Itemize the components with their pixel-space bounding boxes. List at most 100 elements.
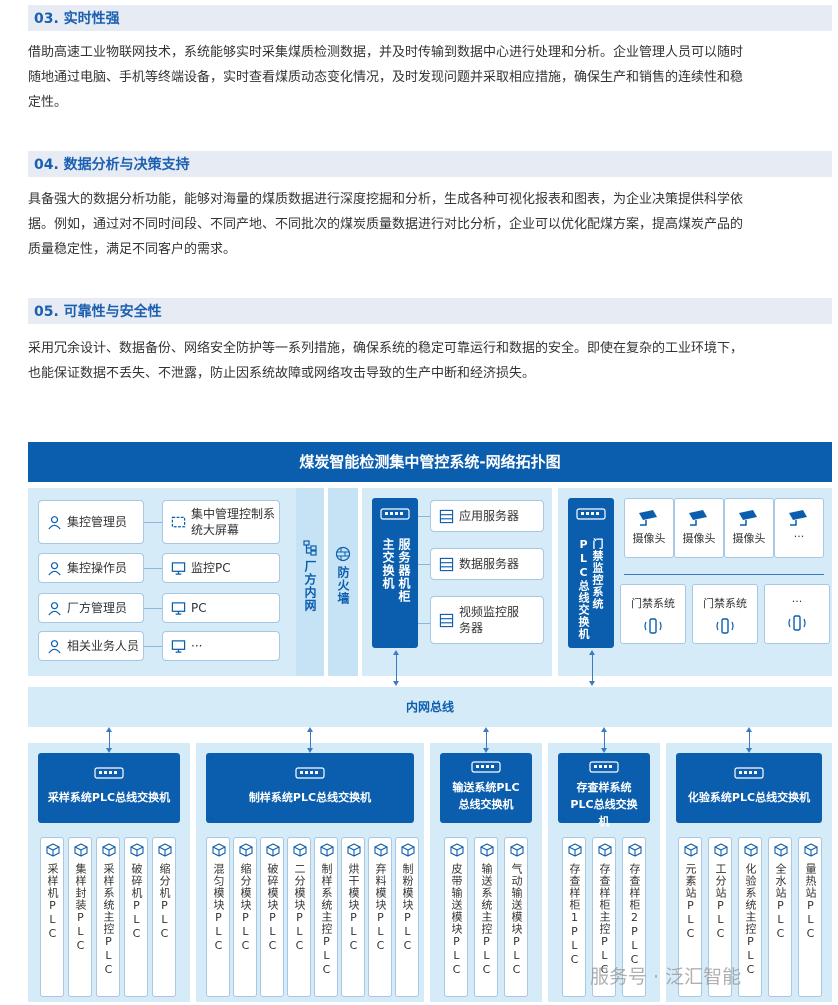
section-body-reliability: 采用冗余设计、数据备份、网络安全防护等一系列措施，确保系统的稳定可靠运行和数据的… xyxy=(28,341,744,381)
connector xyxy=(144,646,162,647)
storage-switch: 存查样系统PLC总线交换机 xyxy=(558,753,650,828)
cube-icon xyxy=(450,843,464,857)
section-heading-realtime: 03. 实时性强 xyxy=(28,5,832,31)
screen-icon xyxy=(171,516,186,527)
cube-icon xyxy=(628,843,642,857)
door-access-icon xyxy=(788,615,806,631)
plc-box: 化验系统主控PLC xyxy=(738,837,762,997)
firewall-label: 防火墙 xyxy=(336,566,350,605)
monitor-icon xyxy=(171,601,186,615)
plc-box: 制粉模块PLC xyxy=(395,837,419,997)
cube-icon xyxy=(568,843,582,857)
firewall-icon xyxy=(335,546,351,562)
door-access-icon xyxy=(716,618,734,634)
switch-icon xyxy=(576,508,606,520)
plc-box: 元素站PLC xyxy=(678,837,702,997)
terminal-card: 监控PC xyxy=(162,553,280,583)
sampling-switch: 采样系统PLC总线交换机 xyxy=(38,753,180,823)
camera-card: 摄像头 xyxy=(724,498,774,558)
section-body-analysis: 具备强大的数据分析功能，能够对海量的煤质数据进行深度挖掘和分析，生成各种可视化报… xyxy=(28,192,744,257)
server-cabinet-label: 服务器机柜 xyxy=(397,538,411,603)
cube-icon xyxy=(684,843,698,857)
cube-icon xyxy=(130,843,144,857)
connector xyxy=(624,574,824,575)
camera-card: 摄像头 xyxy=(624,498,674,558)
user-card: 厂方管理员 xyxy=(38,593,144,623)
network-icon xyxy=(303,540,317,556)
camera-icon xyxy=(689,510,707,526)
link-arrow xyxy=(307,727,313,753)
cube-icon xyxy=(598,843,612,857)
link-arrow xyxy=(746,727,752,753)
cube-icon xyxy=(480,843,494,857)
user-icon xyxy=(48,515,61,529)
connector xyxy=(418,564,430,565)
switch-icon xyxy=(589,761,619,773)
terminal-card: PC xyxy=(162,593,280,623)
cube-icon xyxy=(158,843,172,857)
connector xyxy=(418,623,430,624)
camera-icon xyxy=(739,510,757,526)
camera-card: ··· xyxy=(774,498,824,558)
monitor-icon xyxy=(171,561,186,575)
watermark: 服务号 · 泛汇智能 xyxy=(590,966,742,988)
plc-box: 弃料模块PLC xyxy=(368,837,392,997)
cube-icon xyxy=(714,843,728,857)
user-icon xyxy=(48,561,61,575)
diagram-title: 煤炭智能检测集中管控系统-网络拓扑图 xyxy=(28,442,832,482)
switch-icon xyxy=(734,767,764,779)
server-icon xyxy=(439,509,454,523)
server-card: 应用服务器 xyxy=(430,500,544,532)
camera-card: 摄像头 xyxy=(674,498,724,558)
section-heading-reliability: 05. 可靠性与安全性 xyxy=(28,298,832,324)
network-topology-diagram: 煤炭智能检测集中管控系统-网络拓扑图 集控管理员 集控操作员 厂方管理员 相关业… xyxy=(28,442,832,1002)
connector xyxy=(144,568,162,569)
cube-icon xyxy=(102,843,116,857)
section-body-realtime: 借助高速工业物联网技术，系统能够实时采集煤质检测数据，并及时传输到数据中心进行处… xyxy=(28,45,744,110)
server-card: 视频监控服务器 xyxy=(430,596,544,644)
user-icon xyxy=(48,639,61,653)
cube-icon xyxy=(293,843,307,857)
link-arrow xyxy=(589,650,595,686)
connector xyxy=(144,522,162,523)
door-card: 门禁系统 xyxy=(692,584,758,644)
plc-box: 皮带输送模块PLC xyxy=(444,837,468,997)
plc-box: 量热站PLC xyxy=(798,837,822,997)
intranet-label: 厂方内网 xyxy=(303,560,317,612)
cube-icon xyxy=(212,843,226,857)
user-card: 集控操作员 xyxy=(38,553,144,583)
server-icon xyxy=(439,557,454,571)
plc-box: 破碎机PLC xyxy=(124,837,148,997)
cube-icon xyxy=(401,843,415,857)
link-arrow xyxy=(106,727,112,753)
cube-icon xyxy=(744,843,758,857)
switch-icon xyxy=(380,508,410,520)
plc-box: 输送系统主控PLC xyxy=(474,837,498,997)
plc-box: 存查样柜主控PLC xyxy=(592,837,616,997)
switch-icon xyxy=(94,767,124,779)
camera-icon xyxy=(789,510,807,526)
plc-box: 二分模块PLC xyxy=(287,837,311,997)
plc-box: 采样机PLC xyxy=(40,837,64,997)
door-switch-label: 门禁监控系统PLC总线交换机 xyxy=(577,538,604,640)
cube-icon xyxy=(374,843,388,857)
plc-box: 存查样柜1PLC xyxy=(562,837,586,997)
user-card: 集控管理员 xyxy=(38,500,144,544)
main-switch-label: 主交换机 xyxy=(381,538,395,590)
lab-switch: 化验系统PLC总线交换机 xyxy=(676,753,822,823)
cube-icon xyxy=(239,843,253,857)
door-access-icon xyxy=(644,618,662,634)
connector xyxy=(418,516,430,517)
link-arrow xyxy=(483,727,489,753)
plc-box: 存查样柜2PLC xyxy=(622,837,646,997)
main-switch-cabinet: 主交换机 服务器机柜 xyxy=(372,498,418,648)
section-heading-analysis: 04. 数据分析与决策支持 xyxy=(28,151,832,177)
user-icon xyxy=(48,601,61,615)
plc-box: 缩分模块PLC xyxy=(233,837,257,997)
plc-box: 破碎模块PLC xyxy=(260,837,284,997)
door-card: ··· xyxy=(764,584,830,644)
server-icon xyxy=(439,613,454,627)
firewall-column: 防火墙 xyxy=(328,488,358,676)
server-card: 数据服务器 xyxy=(430,548,544,580)
switch-icon xyxy=(295,767,325,779)
